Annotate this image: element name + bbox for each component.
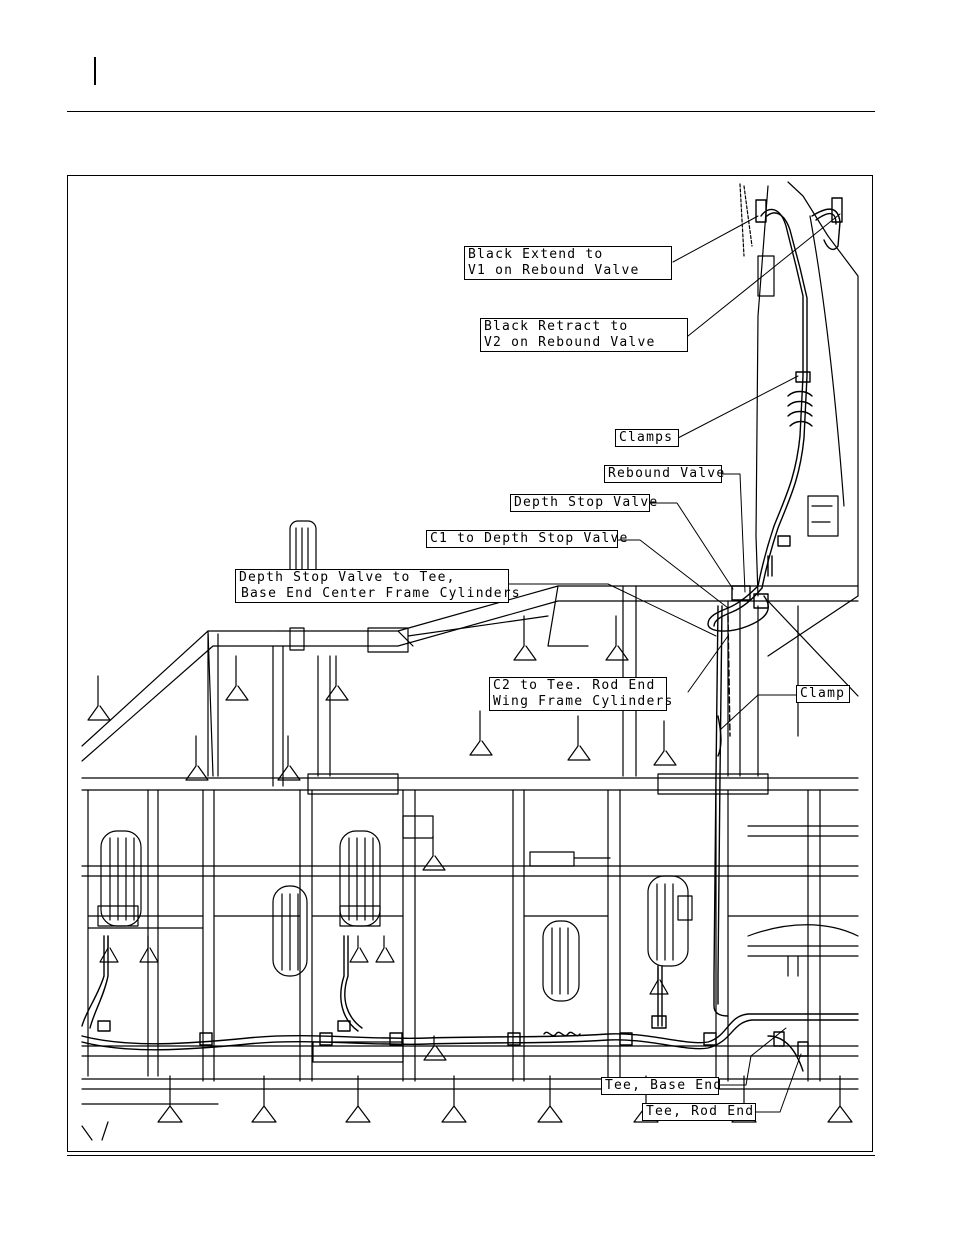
header-rule bbox=[67, 111, 875, 112]
callout-tee-rod-end: Tee, Rod End bbox=[642, 1103, 756, 1121]
callout-c2-to-tee: C2 to Tee. Rod End Wing Frame Cylinders bbox=[489, 677, 667, 711]
callout-rebound-valve-text: Rebound Valve bbox=[608, 466, 718, 482]
hydraulic-hose-routing-drawing bbox=[68, 176, 873, 1152]
callout-clamp: Clamp bbox=[796, 685, 850, 703]
hose-routing-lower bbox=[82, 606, 858, 1071]
callout-black-extend-line2: V1 on Rebound Valve bbox=[468, 263, 668, 279]
callout-c1-to-depth-stop: C1 to Depth Stop Valve bbox=[426, 530, 618, 548]
callout-rebound-valve: Rebound Valve bbox=[604, 465, 722, 483]
callout-black-retract: Black Retract to V2 on Rebound Valve bbox=[480, 318, 688, 352]
hitch-tongue bbox=[740, 182, 858, 596]
callout-tee-base-end-text: Tee, Base End bbox=[605, 1078, 715, 1094]
callout-depth-stop-valve-text: Depth Stop Valve bbox=[514, 495, 646, 511]
callout-depth-stop-to-tee-line2: Base End Center Frame Cylinders bbox=[239, 586, 505, 602]
callout-tee-base-end: Tee, Base End bbox=[601, 1077, 719, 1095]
callout-clamp-text: Clamp bbox=[800, 686, 846, 702]
callout-c2-to-tee-line1: C2 to Tee. Rod End bbox=[493, 678, 663, 694]
callout-depth-stop-to-tee-line1: Depth Stop Valve to Tee, bbox=[239, 570, 505, 586]
header-tick-mark bbox=[94, 57, 96, 85]
callout-c1-to-depth-stop-text: C1 to Depth Stop Valve bbox=[430, 531, 614, 547]
callout-black-extend: Black Extend to V1 on Rebound Valve bbox=[464, 246, 672, 280]
callout-black-extend-line1: Black Extend to bbox=[468, 247, 668, 263]
callout-black-retract-line1: Black Retract to bbox=[484, 319, 684, 335]
callout-clamps-text: Clamps bbox=[619, 430, 675, 446]
callout-clamps: Clamps bbox=[615, 429, 679, 447]
callout-depth-stop-valve: Depth Stop Valve bbox=[510, 494, 650, 512]
footer-rule bbox=[67, 1155, 875, 1156]
callout-black-retract-line2: V2 on Rebound Valve bbox=[484, 335, 684, 351]
main-beams bbox=[82, 774, 858, 1104]
diagram-frame: Black Extend to V1 on Rebound Valve Blac… bbox=[67, 175, 873, 1152]
callout-c2-to-tee-line2: Wing Frame Cylinders bbox=[493, 694, 663, 710]
callout-depth-stop-to-tee: Depth Stop Valve to Tee, Base End Center… bbox=[235, 569, 509, 603]
callout-tee-rod-end-text: Tee, Rod End bbox=[646, 1104, 752, 1120]
upper-frame bbox=[82, 521, 858, 786]
